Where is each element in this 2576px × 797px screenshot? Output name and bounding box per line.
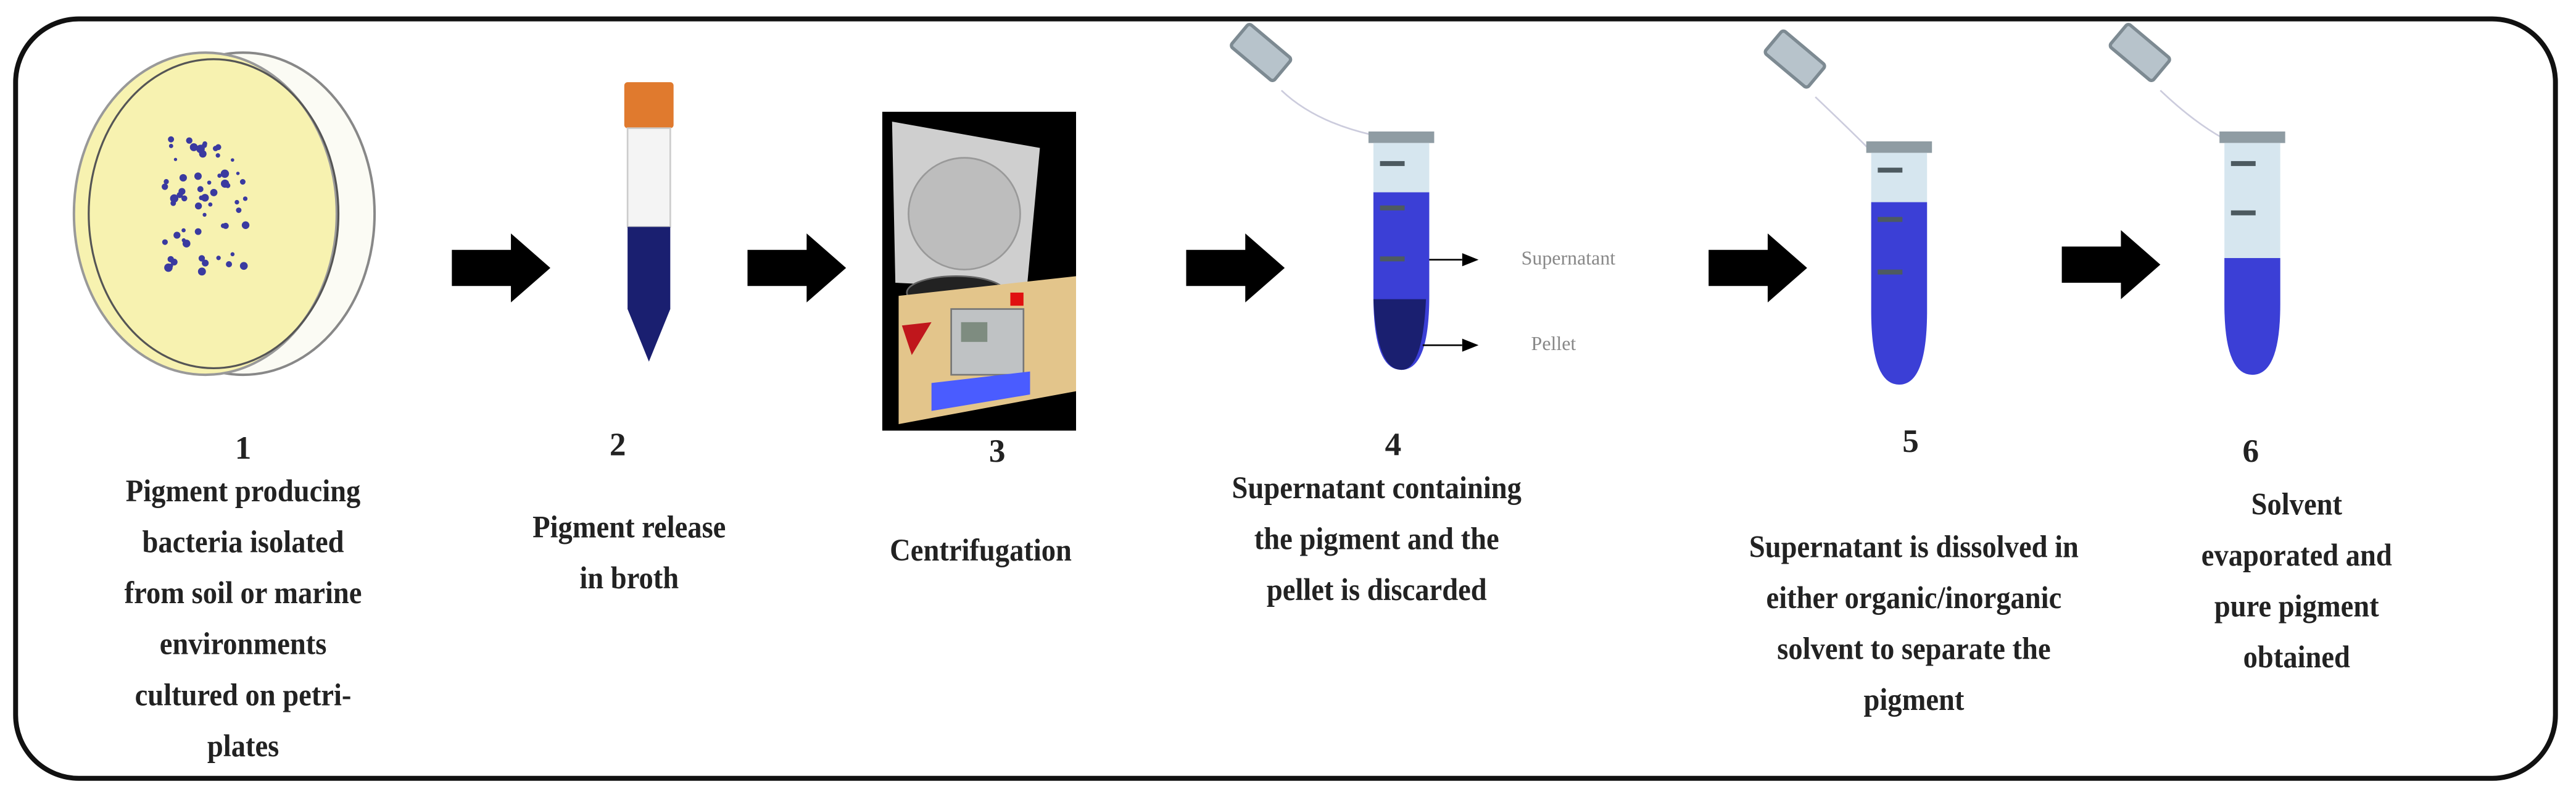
pointer-arrows-icon: [1462, 253, 1479, 352]
step-4-caption: Supernatant containing the pigment and t…: [1180, 464, 1573, 617]
colony-dot: [202, 143, 207, 148]
step-2-caption: Pigment release in broth: [433, 503, 826, 605]
caption-line: Supernatant is dissolved in: [1749, 531, 2079, 565]
colony-dot: [220, 223, 226, 228]
colony-dot: [194, 172, 202, 180]
centrifuge-icon: [882, 112, 1077, 431]
colony-dot: [181, 228, 186, 233]
caption-line: Pigment producing: [125, 475, 361, 510]
colony-dot: [170, 200, 176, 206]
step-5-caption: Supernatant is dissolved in either organ…: [1717, 523, 2110, 727]
colony-dot: [197, 186, 204, 193]
caption-line: evaporated and: [2201, 539, 2392, 574]
colony-dot: [230, 252, 235, 257]
caption-line: pigment: [1863, 683, 1965, 719]
arrow-icon: [1708, 233, 1807, 303]
caption-line: environments: [159, 628, 327, 663]
arrow-icon: [747, 233, 847, 303]
caption-line: either organic/inorganic: [1766, 582, 2062, 617]
caption-line: cultured on petri-: [135, 678, 352, 714]
colony-dot: [220, 179, 230, 188]
arrow-icon: [1186, 233, 1285, 303]
caption-line: Pigment release: [532, 511, 726, 546]
colony-dot: [179, 173, 187, 182]
step-number: 5: [1902, 424, 1919, 461]
pellet-label: Pellet: [1531, 332, 1576, 356]
supernatant-label: Supernatant: [1521, 246, 1616, 270]
colony-dot: [170, 258, 178, 265]
colony-dot: [199, 150, 207, 158]
step-number: 2: [609, 427, 626, 464]
step-number: 6: [2242, 433, 2259, 470]
arrow-icon: [452, 233, 550, 303]
colony-dot: [162, 239, 168, 245]
colony-dot: [168, 144, 173, 148]
caption-line: Supernatant containing: [1232, 472, 1522, 507]
colony-dot: [189, 143, 198, 151]
colony-dot: [197, 267, 206, 276]
step-3-caption: Centrifugation: [784, 526, 1177, 577]
colony-dot: [231, 158, 234, 162]
caption-line: obtained: [2243, 641, 2350, 676]
colony-dot: [178, 188, 186, 195]
colony-dot: [182, 240, 191, 248]
caption-line: the pigment and the: [1254, 522, 1499, 557]
colony-dot: [198, 255, 205, 262]
colony-dot: [215, 153, 220, 158]
eppendorf-tube-solvent-icon: [1763, 29, 1932, 385]
colony-dot: [236, 207, 242, 213]
colony-dot: [168, 263, 173, 269]
colony-dot: [194, 228, 202, 235]
step-1-caption: Pigment producing bacteria isolated from…: [47, 467, 440, 772]
colony-dot: [242, 196, 248, 201]
colony-dot: [173, 157, 178, 161]
colony-dot: [194, 202, 202, 210]
caption-line: bacteria isolated: [142, 526, 344, 561]
eppendorf-tube-pure-pigment-icon: [2108, 23, 2285, 375]
colony-dot: [186, 137, 193, 144]
colony-dot: [216, 256, 221, 261]
colony-dot: [210, 189, 218, 196]
colony-dot: [241, 221, 250, 229]
step-number: 3: [988, 433, 1006, 470]
caption-line: Centrifugation: [890, 534, 1072, 569]
step-6-caption: Solvent evaporated and pure pigment obta…: [2100, 480, 2493, 683]
colony-dot: [226, 261, 233, 268]
diagram-frame: [13, 16, 2558, 781]
colony-dot: [234, 199, 239, 205]
caption-line: pure pigment: [2214, 590, 2379, 625]
colony-dot: [239, 179, 246, 185]
caption-line: solvent to separate the: [1777, 633, 2051, 668]
caption-line: plates: [207, 730, 280, 765]
colony-dot: [217, 173, 222, 178]
colony-dot: [212, 146, 218, 151]
step-number: 1: [234, 430, 252, 467]
colony-dot: [199, 195, 204, 201]
colony-dot: [170, 194, 179, 203]
colony-dot: [162, 183, 168, 190]
colony-dot: [208, 202, 213, 207]
colony-dot: [202, 259, 209, 267]
caption-line: pellet is discarded: [1266, 574, 1487, 609]
colony-dot: [201, 194, 209, 202]
petri-dish-icon: [72, 51, 376, 377]
caption-line: from soil or marine: [124, 577, 362, 612]
arrow-icon: [2061, 230, 2161, 299]
falcon-tube-icon: [624, 82, 674, 362]
colony-dot: [173, 232, 181, 239]
eppendorf-tube-supernatant-pellet-icon: [1230, 23, 1462, 370]
colony-dot: [164, 179, 169, 185]
colony-dot: [168, 136, 175, 143]
colony-dot: [207, 180, 212, 185]
step-number: 4: [1385, 427, 1402, 464]
caption-line: in broth: [579, 562, 679, 597]
colony-dot: [220, 169, 230, 178]
colony-dot: [202, 212, 207, 217]
caption-line: Solvent: [2251, 488, 2343, 523]
colony-dot: [181, 195, 188, 202]
colony-dot: [236, 172, 240, 175]
colony-dot: [239, 262, 248, 270]
